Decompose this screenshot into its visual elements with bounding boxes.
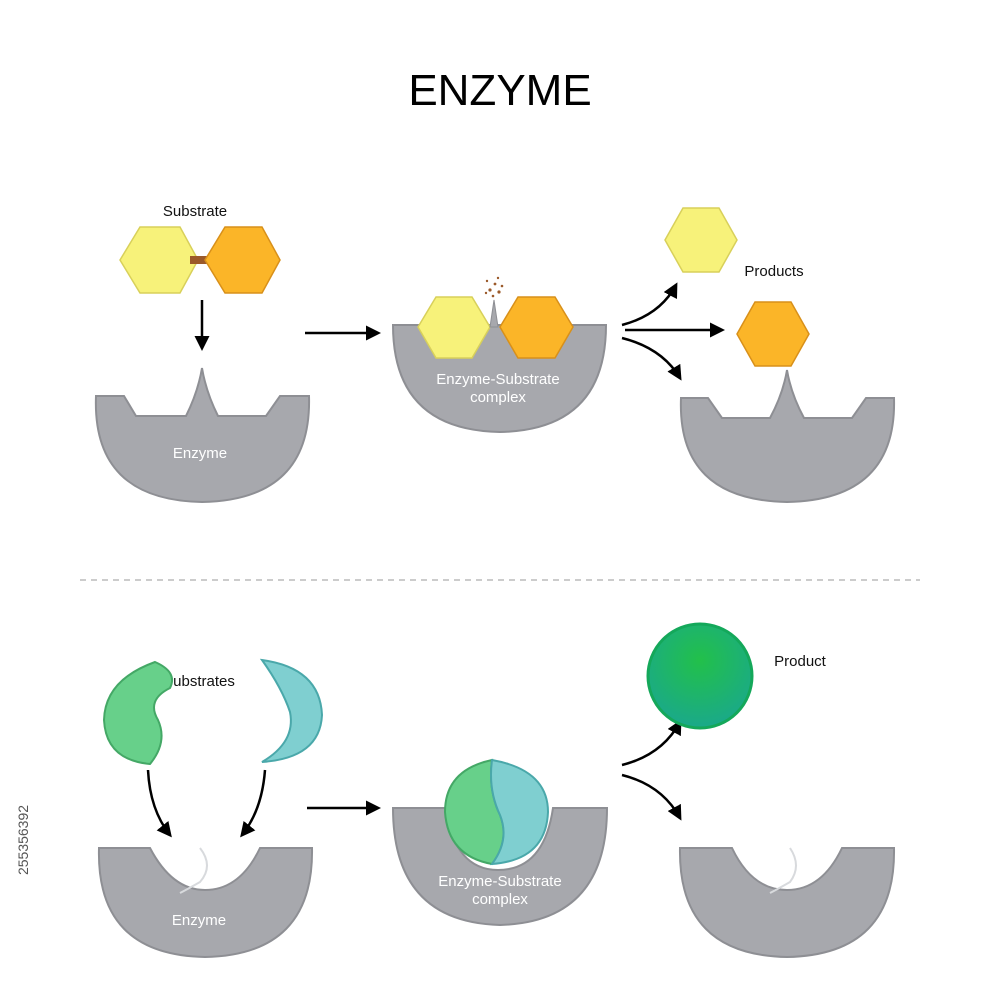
arrow-curve-icon: [240, 769, 267, 838]
bond-break-particles: [484, 276, 504, 298]
products-label: Products: [744, 263, 803, 280]
product-label: Product: [774, 653, 827, 670]
green-substrate: [102, 660, 174, 766]
side-id-text: 255356392: [15, 805, 31, 875]
substrates-label: Substrates: [163, 673, 235, 690]
enzyme-label: Enzyme: [172, 912, 226, 929]
teal-substrate: [489, 758, 550, 866]
complex-label-line2: complex: [472, 891, 528, 908]
complex-label-line2: complex: [470, 389, 526, 406]
enzyme-shape: [97, 847, 314, 959]
active-site-curve: [179, 847, 208, 894]
arrow-curve-icon: [146, 769, 172, 838]
arrow-up-right-icon: [621, 719, 682, 767]
product-sphere: [646, 622, 754, 730]
substrate-molecule: [119, 226, 281, 294]
teal-substrate: [259, 658, 324, 763]
enzyme-label: Enzyme: [173, 445, 227, 462]
complex-label-line1: Enzyme-Substrate: [438, 873, 561, 890]
enzyme-substrate-complex: [391, 276, 608, 434]
yellow-hexagon-product: [664, 207, 738, 273]
arrow-down-right-icon: [621, 336, 682, 381]
orange-hexagon-product: [736, 301, 810, 367]
orange-hexagon: [204, 226, 281, 294]
orange-hexagon: [499, 296, 574, 359]
enzyme-shape: [94, 367, 311, 504]
enzyme-substrate-complex: [391, 758, 609, 927]
enzyme-spike: [489, 299, 499, 328]
complex-label-line1: Enzyme-Substrate: [436, 371, 559, 388]
diagram-title: ENZYME: [408, 66, 591, 115]
substrate-label: Substrate: [163, 203, 227, 220]
enzyme-shape-released: [679, 369, 896, 504]
arrow-down-right-icon: [621, 773, 682, 821]
yellow-hexagon: [119, 226, 199, 294]
substrate-bond: [190, 256, 210, 264]
enzyme-shape-released: [678, 847, 896, 959]
arrow-up-right-icon: [621, 282, 678, 327]
active-site-curve: [769, 847, 797, 894]
